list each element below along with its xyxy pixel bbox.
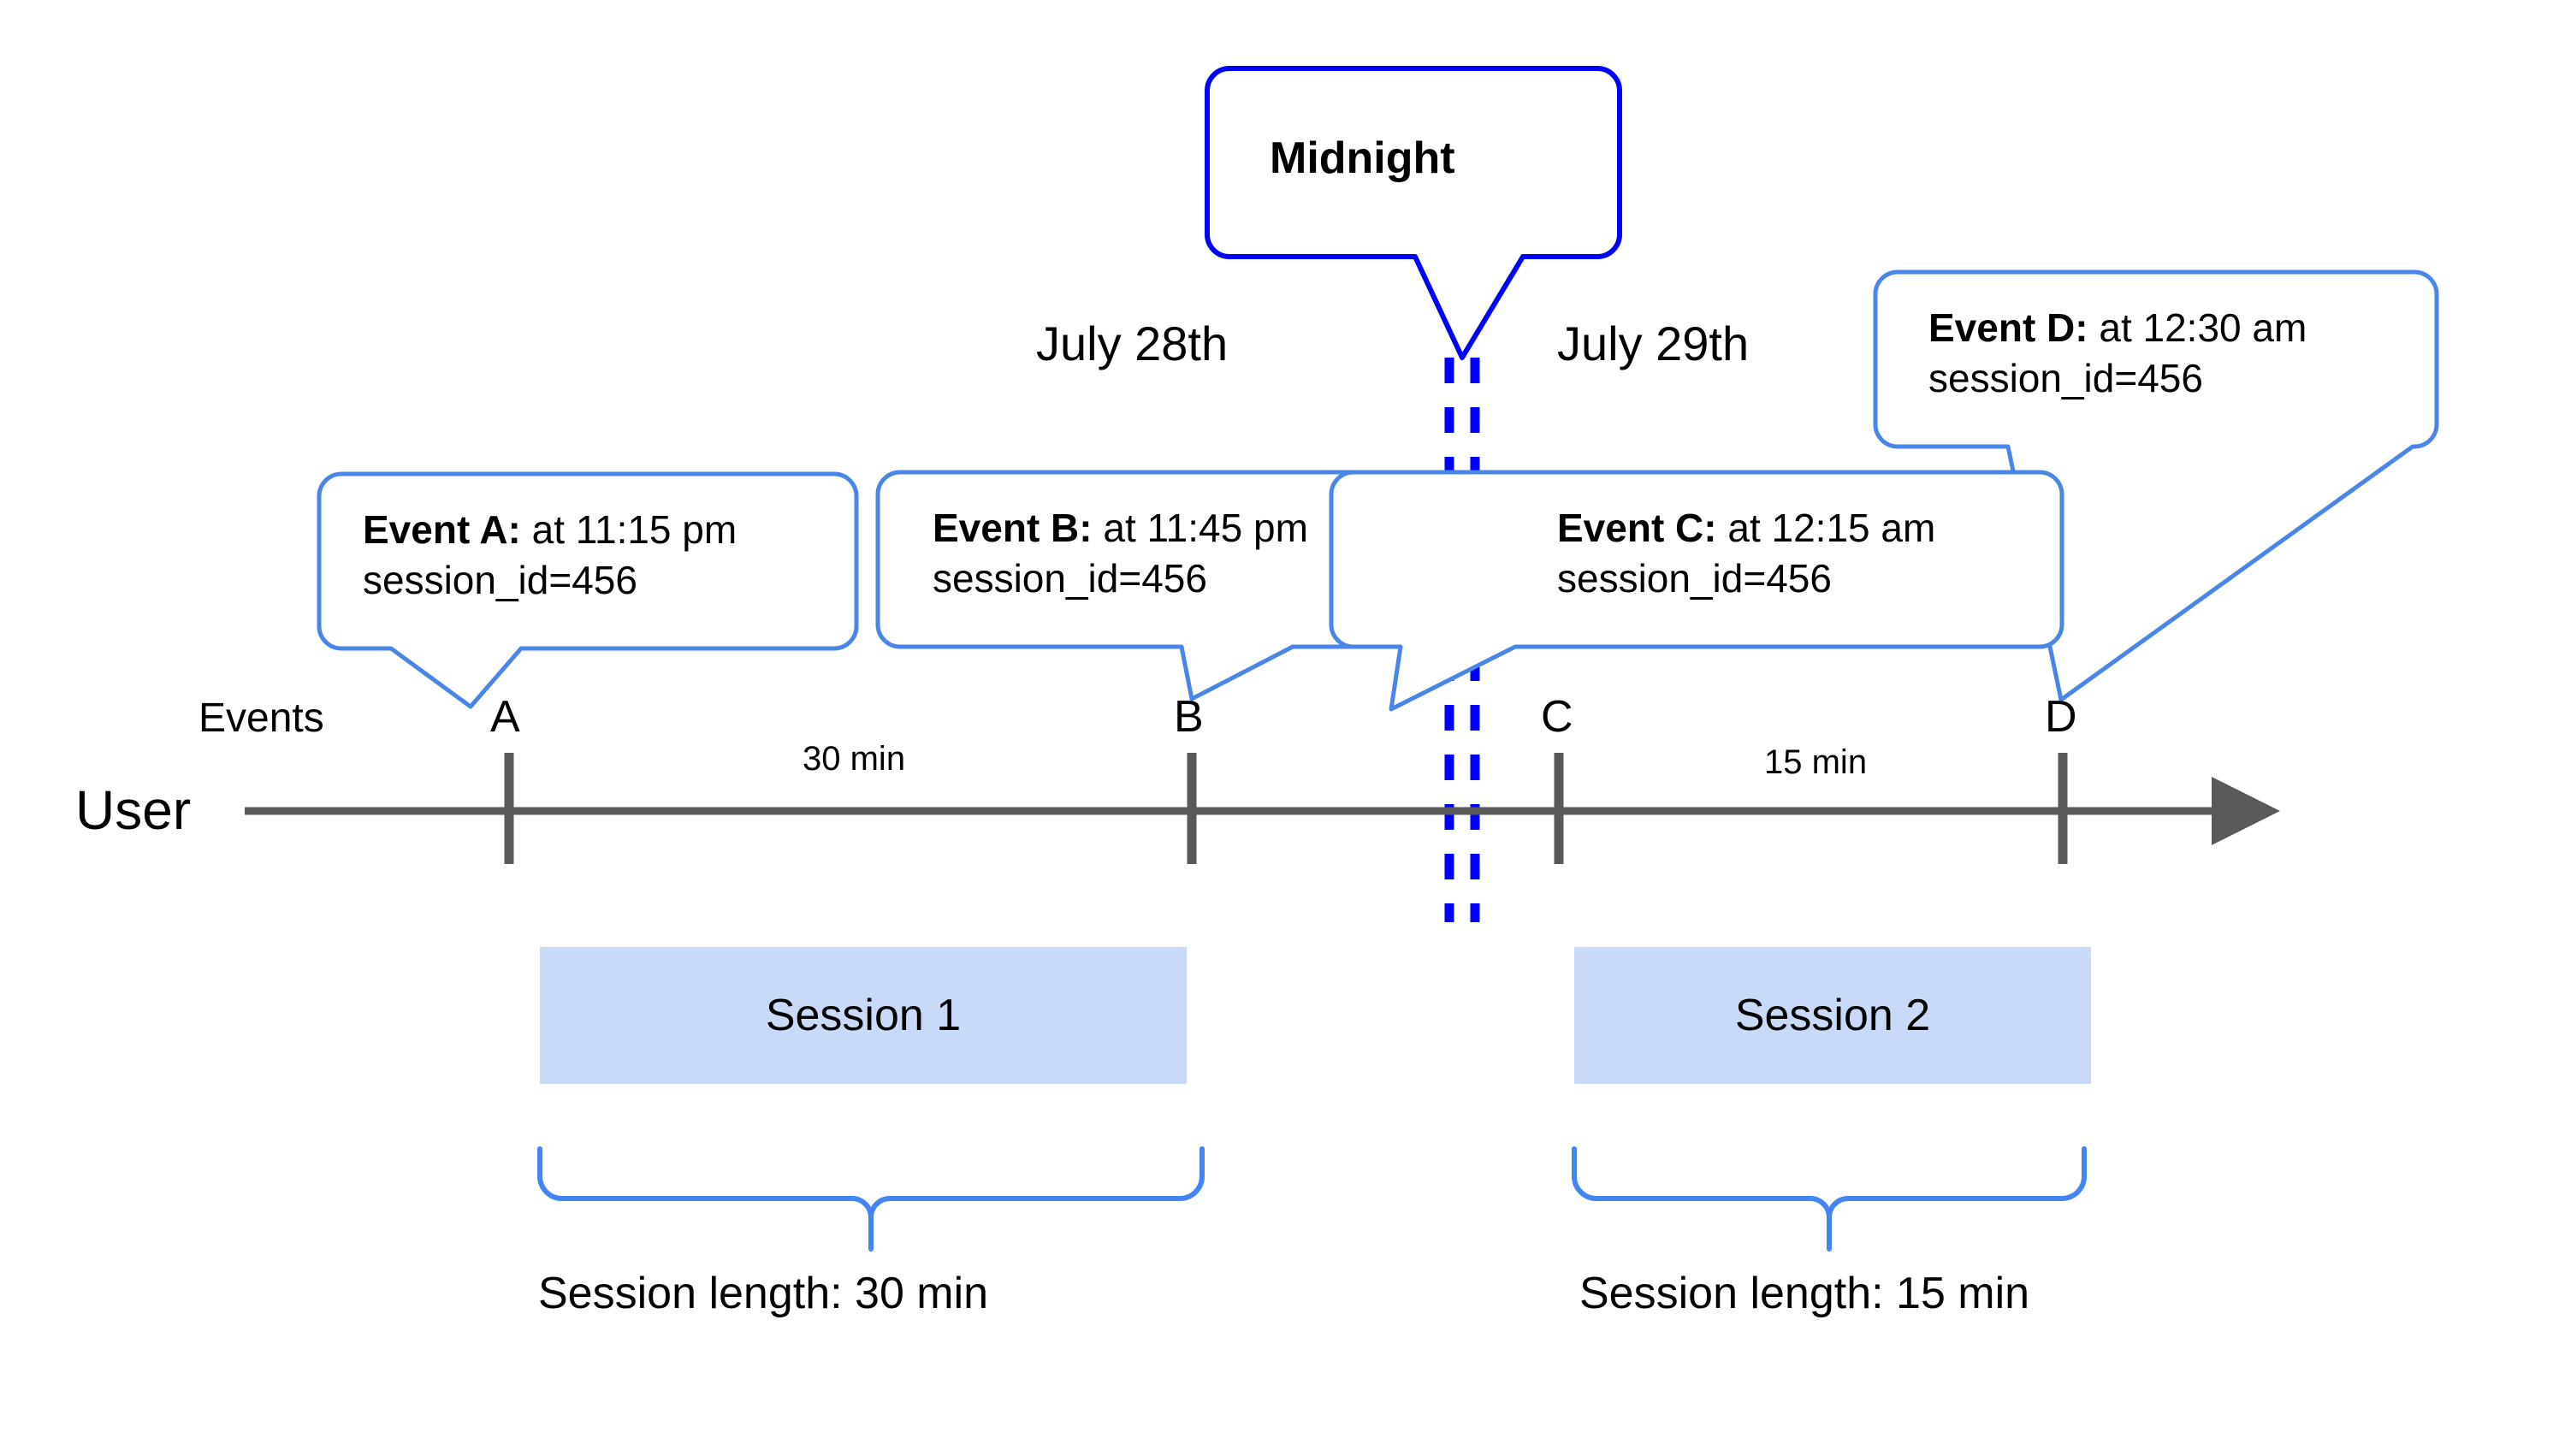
event-b-title: Event B:	[933, 506, 1093, 550]
event-a-time: at 11:15 pm	[520, 507, 737, 552]
event-a-callout-shape	[317, 471, 859, 709]
axis-arrowhead	[2212, 777, 2280, 845]
event-a-title: Event A:	[363, 507, 521, 552]
event-d-bubble-path	[1873, 269, 2439, 702]
event-d-session-id: session_id=456	[1928, 355, 2203, 400]
event-b-callout-text: Event B: at 11:45 pm session_id=456	[933, 503, 1308, 604]
session-1-brace	[537, 1146, 1205, 1252]
gap-label-30-min: 30 min	[803, 740, 906, 778]
axis-letter-d: D	[2045, 692, 2077, 742]
session-2-length-label: Session length: 15 min	[1579, 1269, 2030, 1318]
event-c-callout-shape	[1329, 470, 2064, 712]
session-2-box: Session 2	[1574, 947, 2091, 1084]
event-c-session-id: session_id=456	[1557, 555, 1832, 601]
event-markers	[504, 753, 2068, 864]
event-a-bubble-path	[317, 471, 859, 709]
session-1-box: Session 1	[540, 947, 1187, 1084]
session-2-brace-path	[1572, 1146, 2087, 1218]
midnight-bubble-path	[1205, 66, 1622, 360]
midnight-divider	[1444, 358, 1480, 922]
timeline-axis	[245, 777, 2280, 845]
gap-label-15-min: 15 min	[1764, 743, 1868, 781]
event-c-title: Event C:	[1557, 506, 1717, 550]
event-c-bubble-path	[1329, 470, 2064, 712]
session-1-brace-path	[537, 1146, 1205, 1218]
row-label-events: Events	[198, 695, 324, 741]
session-2-brace	[1572, 1146, 2087, 1252]
axis-letter-b: B	[1174, 692, 1204, 742]
event-c-time: at 12:15 am	[1716, 506, 1936, 550]
event-a-session-id: session_id=456	[363, 557, 637, 602]
date-label-july-29: July 29th	[1557, 317, 1750, 370]
axis-letter-c: C	[1541, 692, 1573, 742]
row-label-user: User	[75, 779, 192, 841]
event-c-callout-text: Event C: at 12:15 am session_id=456	[1557, 503, 1935, 604]
event-b-time: at 11:45 pm	[1092, 506, 1308, 550]
event-b-session-id: session_id=456	[933, 555, 1207, 601]
session-2-label: Session 2	[1734, 991, 1931, 1040]
midnight-label: Midnight	[1270, 133, 1455, 183]
event-d-title: Event D:	[1928, 305, 2088, 350]
event-d-time: at 12:30 am	[2088, 305, 2307, 350]
session-1-length-label: Session length: 30 min	[538, 1269, 989, 1318]
event-d-callout-shape	[1873, 269, 2439, 702]
axis-letter-a: A	[490, 692, 520, 742]
session-1-label: Session 1	[765, 991, 962, 1040]
midnight-callout-shape	[1205, 66, 1622, 360]
event-d-callout-text: Event D: at 12:30 am session_id=456	[1928, 303, 2307, 404]
event-a-callout-text: Event A: at 11:15 pm session_id=456	[363, 505, 737, 606]
date-label-july-28: July 28th	[1036, 317, 1229, 370]
